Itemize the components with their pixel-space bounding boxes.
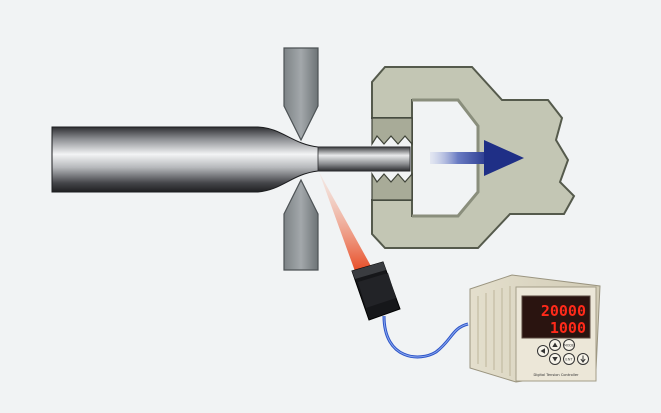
display-window <box>521 295 591 339</box>
pull-direction-arrow <box>430 140 524 176</box>
laser-beam <box>319 172 372 274</box>
clamp-jaw-lower <box>371 171 413 201</box>
display-bottom-readout: 1000 <box>550 319 586 337</box>
rod-assembly <box>51 126 411 193</box>
button-down[interactable] <box>549 353 561 365</box>
display-top-readout: 20000 <box>541 302 586 320</box>
arrow-down-icon <box>580 355 586 363</box>
drawn-wire <box>317 146 411 172</box>
button-up[interactable] <box>549 339 561 351</box>
button-left[interactable] <box>537 345 549 357</box>
button-ent-label: ENT <box>565 358 573 362</box>
button-down-arrow[interactable] <box>577 353 589 365</box>
triangle-down-icon <box>552 357 558 362</box>
triangle-left-icon <box>540 348 545 354</box>
puller-clamp <box>371 66 576 249</box>
clamp-jaw-upper <box>371 117 413 147</box>
tension-controller: 20000 1000 MODE ENT Digital Tension Cont… <box>469 274 601 383</box>
sensor-head <box>351 261 401 321</box>
drawing-die <box>283 47 319 271</box>
sensor-cable <box>382 315 469 359</box>
button-mode[interactable]: MODE <box>563 339 575 351</box>
button-ent[interactable]: ENT <box>563 353 575 365</box>
housing-ribs <box>477 286 511 376</box>
die-lower <box>283 178 319 271</box>
controller-footer-text: Digital Tension Controller <box>533 373 579 377</box>
die-upper <box>283 47 319 142</box>
triangle-up-icon <box>552 342 558 347</box>
button-mode-label: MODE <box>564 344 574 348</box>
